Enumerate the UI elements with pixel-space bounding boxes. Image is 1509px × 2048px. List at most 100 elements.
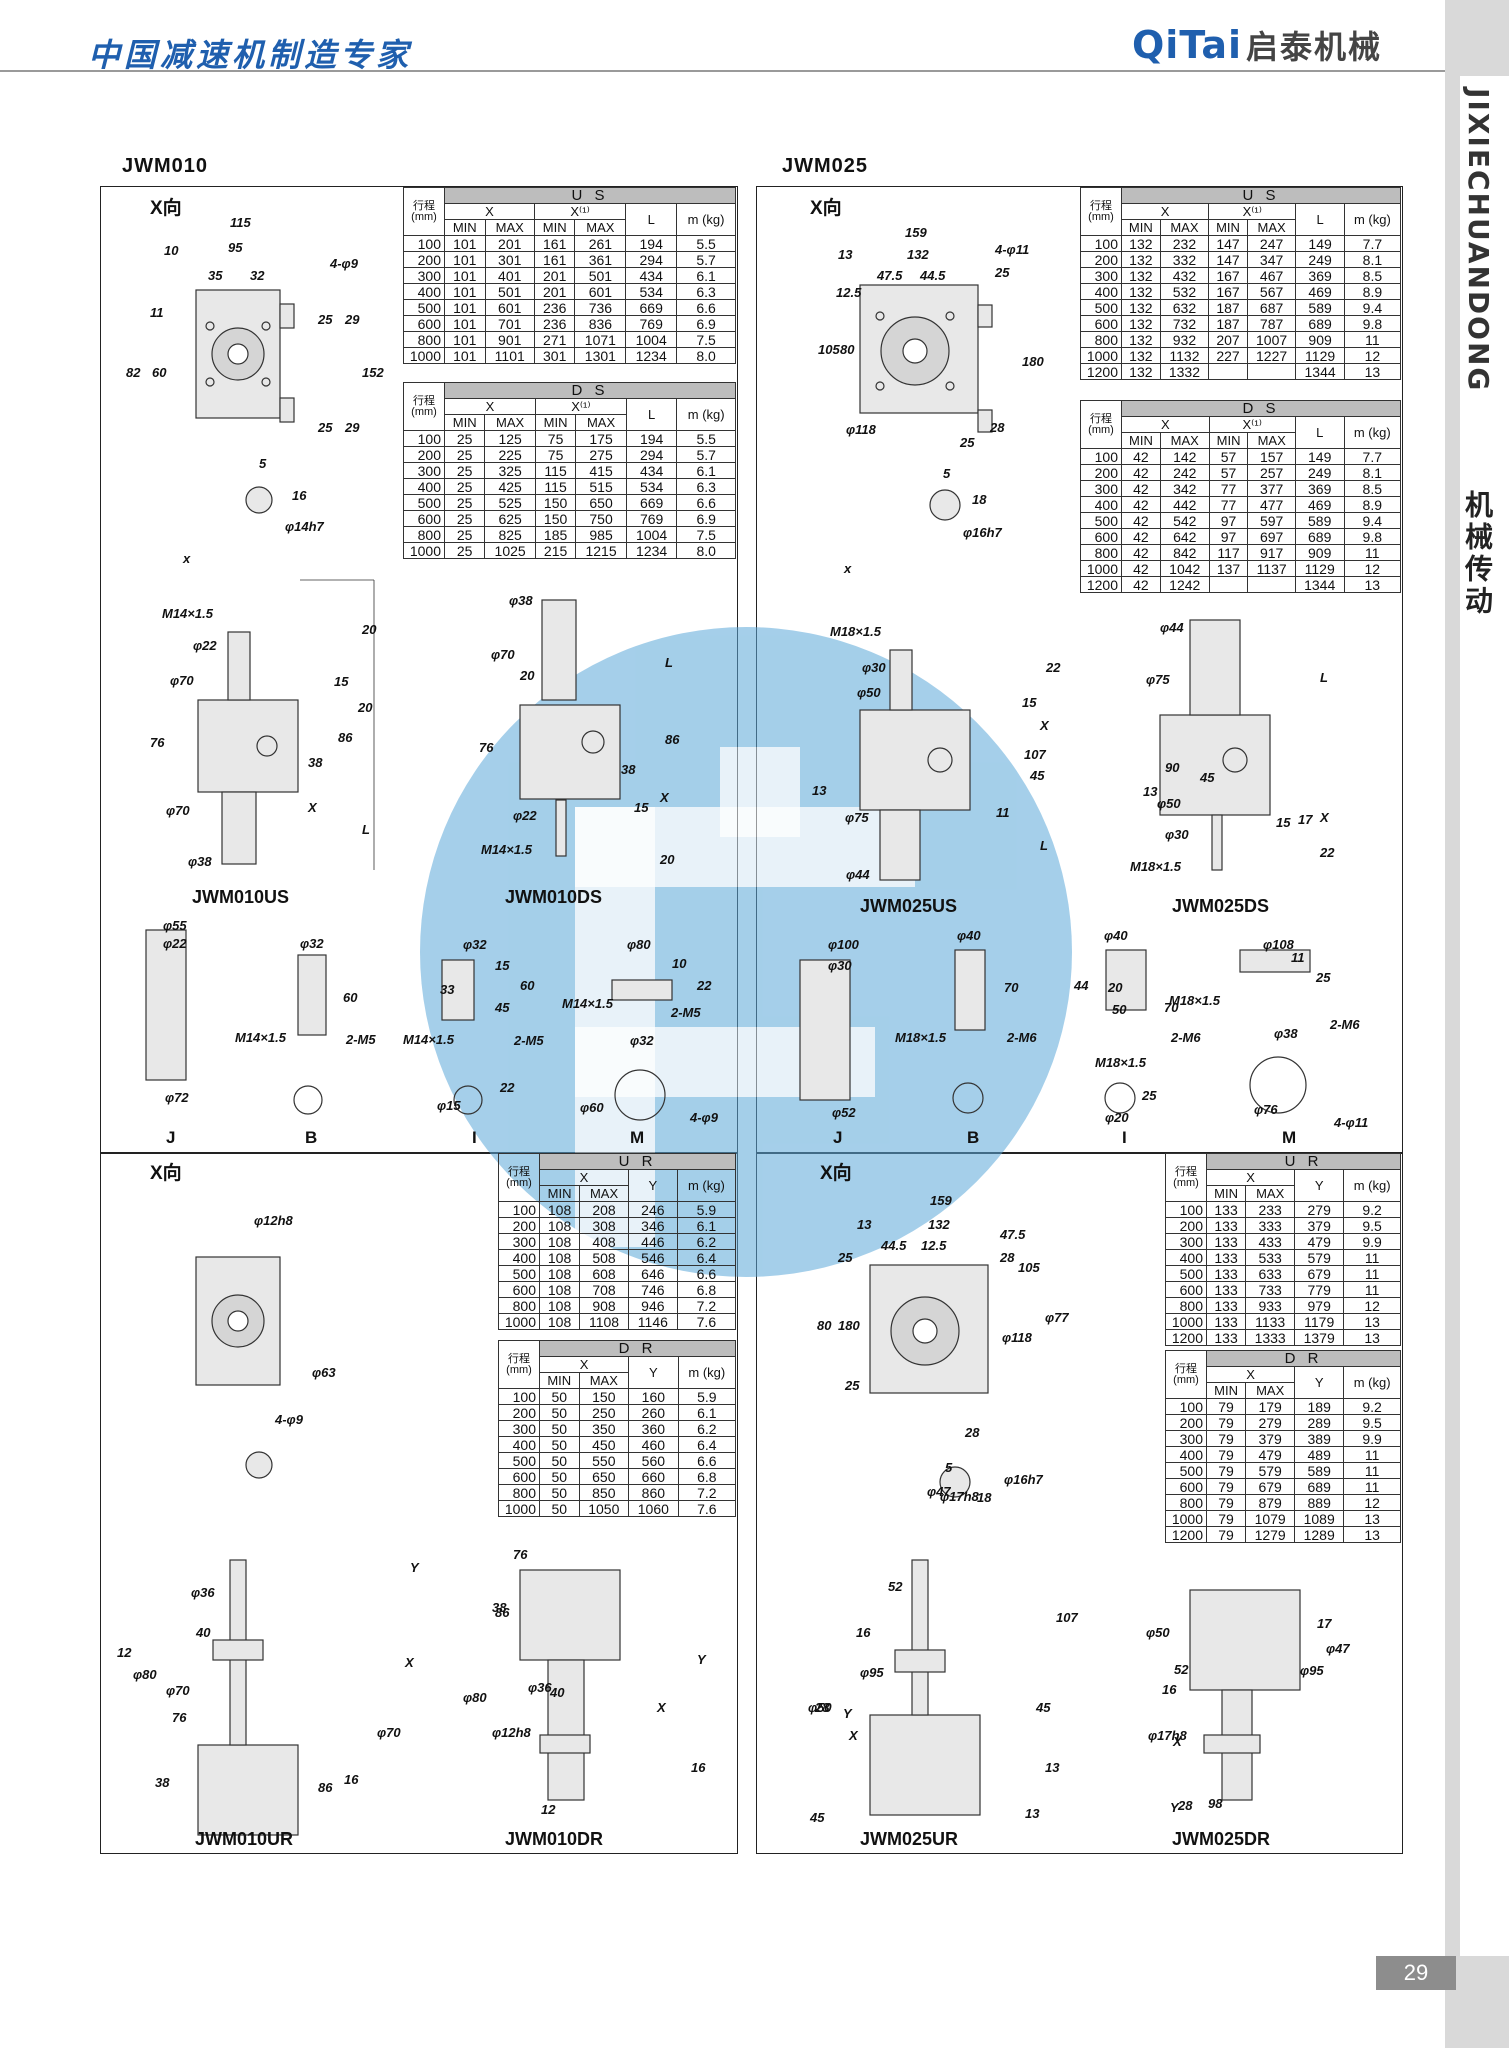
table-cell: 600 [498, 1281, 540, 1298]
table-cell: 25 [443, 446, 486, 463]
accessory-label: M [1282, 1128, 1297, 1147]
table-cell: 50 [539, 1404, 580, 1421]
table-cell: 108 [538, 1249, 581, 1266]
dimension-label: 11 [1291, 950, 1305, 965]
dimension-label: 105 [1018, 1260, 1040, 1275]
dimension-label: X [1320, 810, 1329, 825]
header-mass: m (kg) [1343, 1366, 1401, 1399]
table-cell: 400 [1080, 283, 1122, 300]
table-cell: 132 [1121, 363, 1161, 380]
table-cell: 50 [539, 1468, 580, 1485]
table-cell: 8.1 [1343, 464, 1402, 481]
table-cell: 600 [403, 510, 445, 527]
table-cell: 271 [533, 331, 576, 348]
header-x: X [1121, 416, 1210, 433]
model-label: JWM025UR [860, 1829, 959, 1849]
table-cell: 12 [1343, 560, 1402, 577]
table-cell: 7.5 [676, 526, 736, 543]
table-cell: 1215 [575, 542, 627, 559]
dimension-label: 28 [965, 1425, 980, 1440]
table-cell: 200 [498, 1404, 540, 1421]
table-cell: 300 [498, 1233, 540, 1250]
bolt-hole [945, 381, 955, 391]
table-cell: 515 [575, 478, 627, 495]
gearbox-body [519, 704, 621, 800]
table-cell: 360 [628, 1420, 679, 1437]
table-cell: 185 [534, 526, 577, 543]
dimension-label: φ15 [437, 1098, 461, 1113]
dimension-label: φ70 [166, 1683, 190, 1698]
table-cell: 532 [1159, 283, 1210, 300]
header-x1: X⁽¹⁾ [1208, 203, 1297, 220]
table-cell: 125 [484, 430, 536, 447]
header-x: X [1205, 1366, 1296, 1383]
table-cell: 400 [1080, 496, 1122, 513]
dimension-label: 80 [817, 1318, 832, 1333]
header-y: Y [627, 1169, 678, 1202]
dimension-label: φ47 [1326, 1641, 1350, 1656]
dimension-label: 20 [358, 700, 373, 715]
trunnion-b [297, 954, 327, 1036]
table-cell: 1000 [1080, 560, 1122, 577]
table-cell: 179 [1245, 1398, 1296, 1415]
table-cell: 1007 [1246, 331, 1297, 348]
table-cell: 50 [539, 1452, 580, 1469]
shaft-section [939, 1466, 971, 1498]
table-cell: 100 [1165, 1201, 1207, 1218]
dimension-label: 60 [152, 365, 167, 380]
table-cell: 149 [1294, 448, 1345, 465]
trunnion-i [441, 959, 475, 1021]
dimension-label: 86 [318, 1780, 333, 1795]
dimension-label: 29 [345, 312, 360, 327]
table-cell: 369 [1294, 480, 1345, 497]
table-cell: 8.9 [1343, 496, 1402, 513]
table-cell: 279 [1245, 1414, 1296, 1431]
screw-bottom [221, 791, 257, 865]
table-cell: 8.5 [1343, 480, 1402, 497]
table-cell: 100 [1080, 235, 1122, 252]
table-cell: 12 [1343, 1297, 1401, 1314]
table-cell: 1200 [1080, 576, 1122, 593]
table-cell: 150 [534, 510, 577, 527]
table-cell: 7.7 [1343, 448, 1402, 465]
table-cell: 608 [579, 1265, 629, 1282]
table-cell: 187 [1208, 315, 1248, 332]
dimension-label: X [405, 1655, 414, 1670]
table-cell: 1042 [1159, 560, 1210, 577]
gearbox-body [869, 1714, 981, 1816]
table-cell: 400 [498, 1436, 540, 1453]
dimension-label: φ32 [630, 1033, 654, 1048]
table-cell: 825 [484, 526, 536, 543]
table-cell: 800 [1080, 331, 1122, 348]
table-cell: 542 [1159, 512, 1210, 529]
table-cell: 9.5 [1343, 1414, 1401, 1431]
dimension-label: 5 [943, 466, 951, 481]
dimension-label: 25 [995, 265, 1010, 280]
table-cell: 534 [625, 478, 678, 495]
table-cell: 600 [1080, 315, 1122, 332]
table-cell: 9.9 [1343, 1233, 1401, 1250]
table-cell: 79 [1205, 1430, 1247, 1447]
table-cell: 100 [403, 430, 445, 447]
screw-top [227, 631, 251, 701]
header-l: L [1294, 416, 1345, 449]
dimension-label: φ47 [927, 1484, 951, 1499]
table-cell: 6.4 [677, 1436, 737, 1453]
table-cell: 300 [498, 1420, 540, 1437]
dimension-label: L [1040, 838, 1048, 853]
table-cell: 689 [1294, 1478, 1345, 1495]
dimension-label: 2-M5 [671, 1005, 701, 1020]
table-cell: 446 [627, 1233, 678, 1250]
dimension-label: 50 [1112, 1002, 1127, 1017]
header-max: MAX [579, 1185, 629, 1202]
